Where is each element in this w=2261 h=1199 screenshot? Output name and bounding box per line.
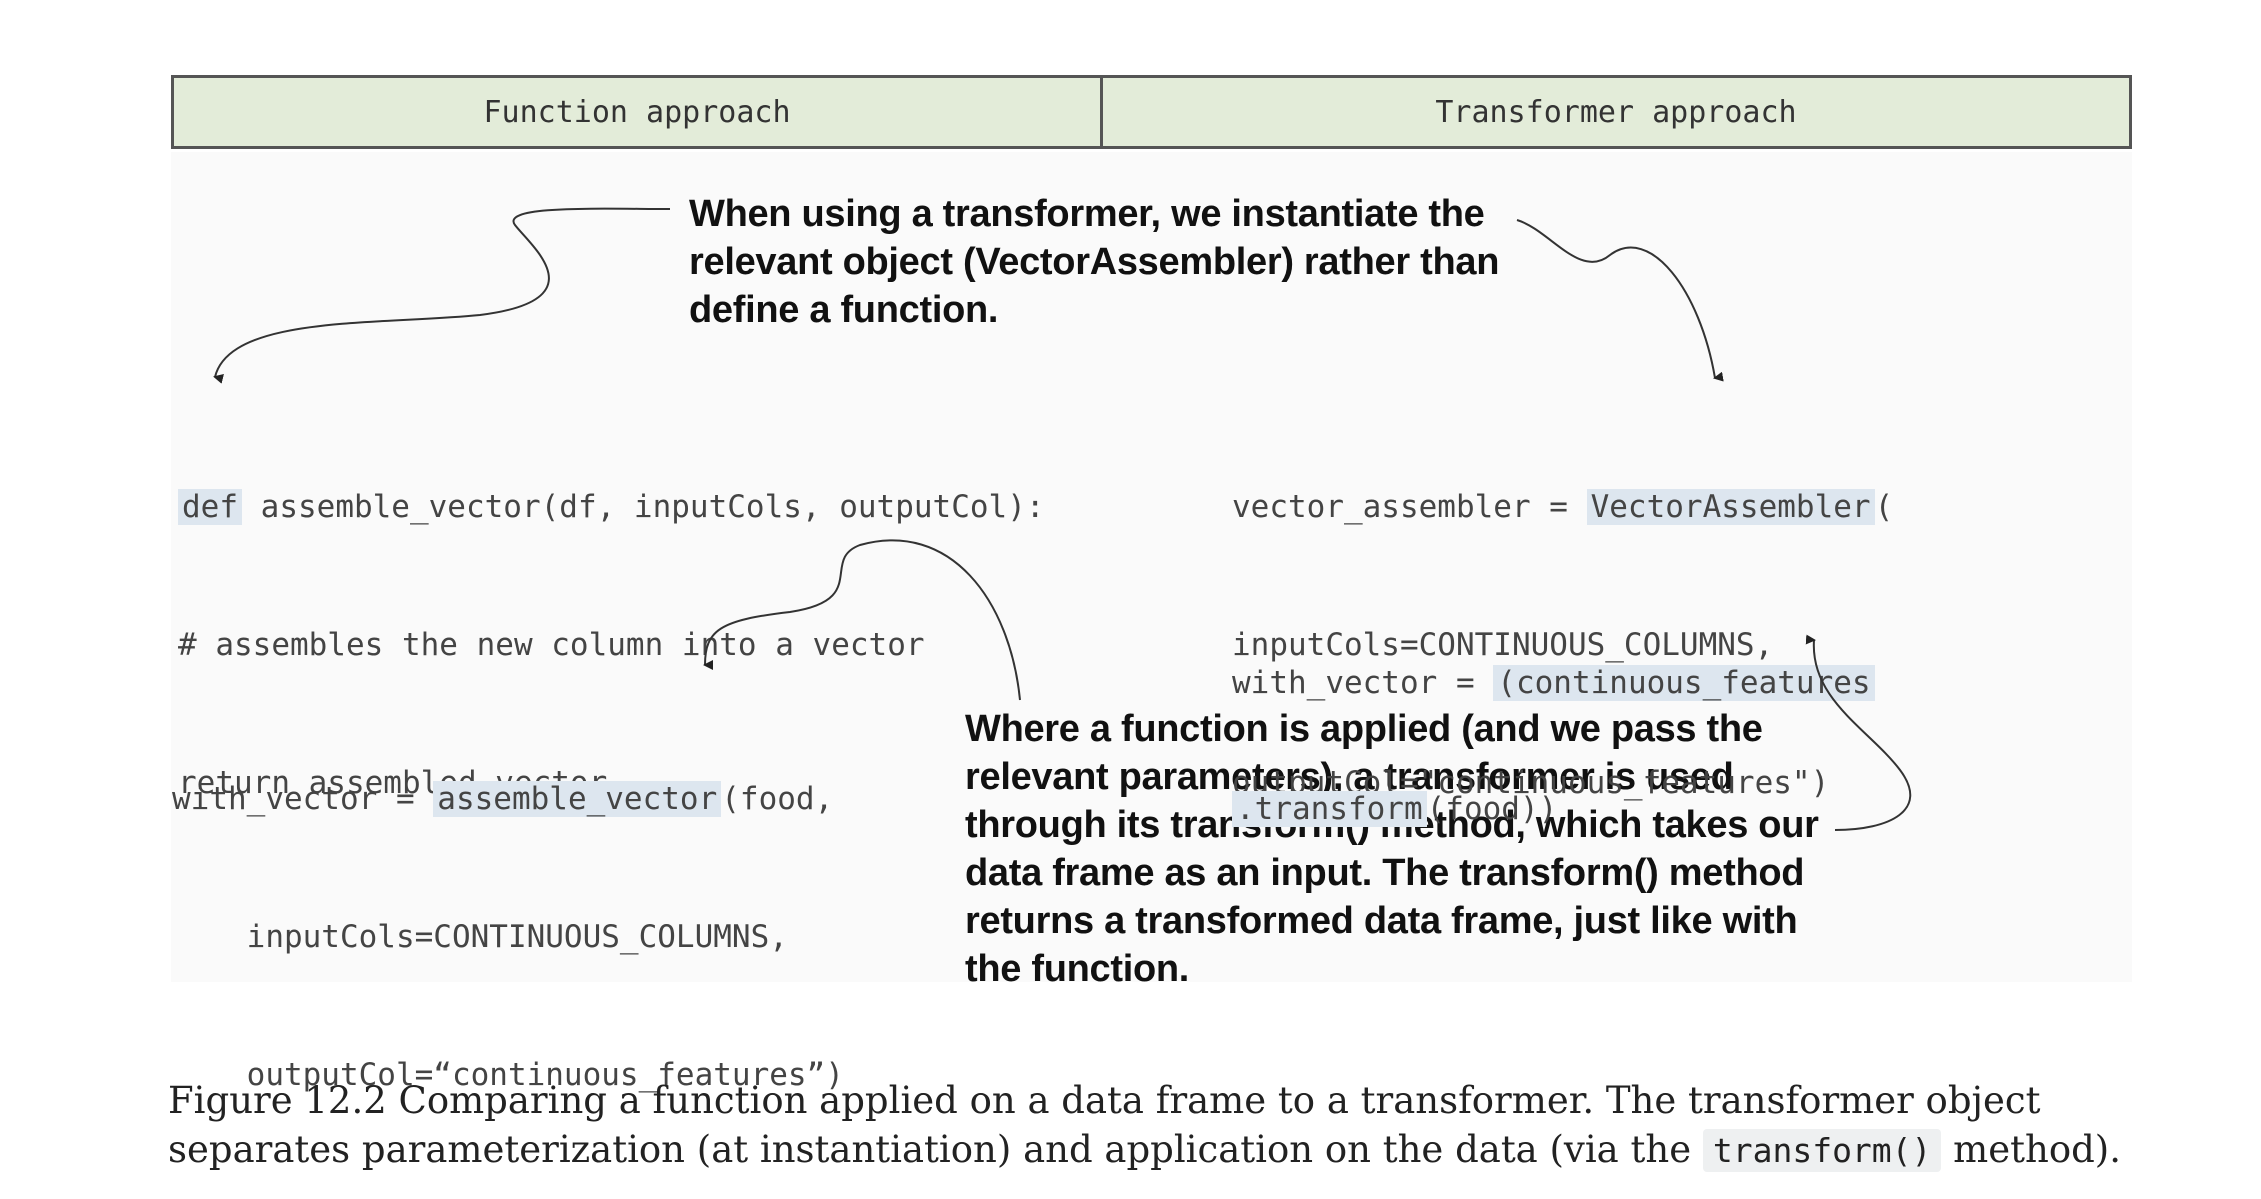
code-line: # assembles the new column into a vector	[178, 627, 925, 663]
code-text: (food,	[721, 781, 834, 817]
callout-line: data frame as an input. The transform() …	[965, 852, 1805, 894]
code-text: with_vector =	[1232, 665, 1494, 701]
callout-line: define a function.	[689, 289, 999, 331]
function-call-code: with_vector = assemble_vector(food, inpu…	[172, 684, 844, 1144]
callout-line: relevant object (VectorAssembler) rather…	[689, 241, 1500, 283]
diagram-panel	[171, 152, 2132, 982]
callout-line: When using a transformer, we instantiate…	[689, 193, 1485, 235]
transformer-approach-header: Transformer approach	[1435, 94, 1797, 130]
caption-inline-code: transform()	[1702, 1129, 1942, 1172]
transformer-apply-code: with_vector = (continuous_features .tran…	[1232, 578, 1875, 872]
function-approach-header: Function approach	[174, 78, 1103, 146]
caption-text-end: method).	[1941, 1128, 2122, 1171]
arrow-to-vectorassembler	[1516, 219, 1724, 382]
assemble-vector-call: assemble_vector	[433, 781, 722, 817]
arrow-to-transform	[1805, 634, 1912, 831]
transformer-definition-code: vector_assembler = VectorAssembler( inpu…	[1232, 392, 1893, 852]
def-keyword: def	[178, 489, 242, 525]
vector-assembler-class: VectorAssembler	[1586, 489, 1875, 525]
code-text: with_vector =	[172, 781, 434, 817]
caption-text: Figure 12.2 Comparing a function applied…	[168, 1079, 2041, 1171]
code-line: inputCols=CONTINUOUS_COLUMNS,	[172, 919, 788, 955]
code-line: outputCol=“continuous_features”)	[172, 1057, 844, 1093]
code-line: inputCols=CONTINUOUS_COLUMNS,	[1232, 627, 1774, 663]
arrow-to-assemble-vector	[703, 539, 1021, 701]
code-text: vector_assembler =	[1232, 489, 1587, 525]
code-text: (	[1874, 489, 1894, 525]
figure-caption: Figure 12.2 Comparing a function applied…	[168, 1076, 2178, 1175]
callout-line: returns a transformed data frame, just l…	[965, 900, 1798, 942]
comparison-header: Function approach Transformer approach	[171, 75, 2132, 149]
transformer-object: (continuous_features	[1493, 665, 1875, 701]
arrow-to-def	[213, 207, 671, 384]
code-text: (food))	[1426, 791, 1558, 827]
code-text: assemble_vector(df, inputCols, outputCol…	[242, 489, 1045, 525]
transform-method: .transform	[1232, 791, 1427, 827]
callout-line: the function.	[965, 948, 1190, 990]
top-callout: When using a transformer, we instantiate…	[689, 190, 1499, 334]
callout-line: Where a function is applied (and we pass…	[965, 708, 1763, 750]
